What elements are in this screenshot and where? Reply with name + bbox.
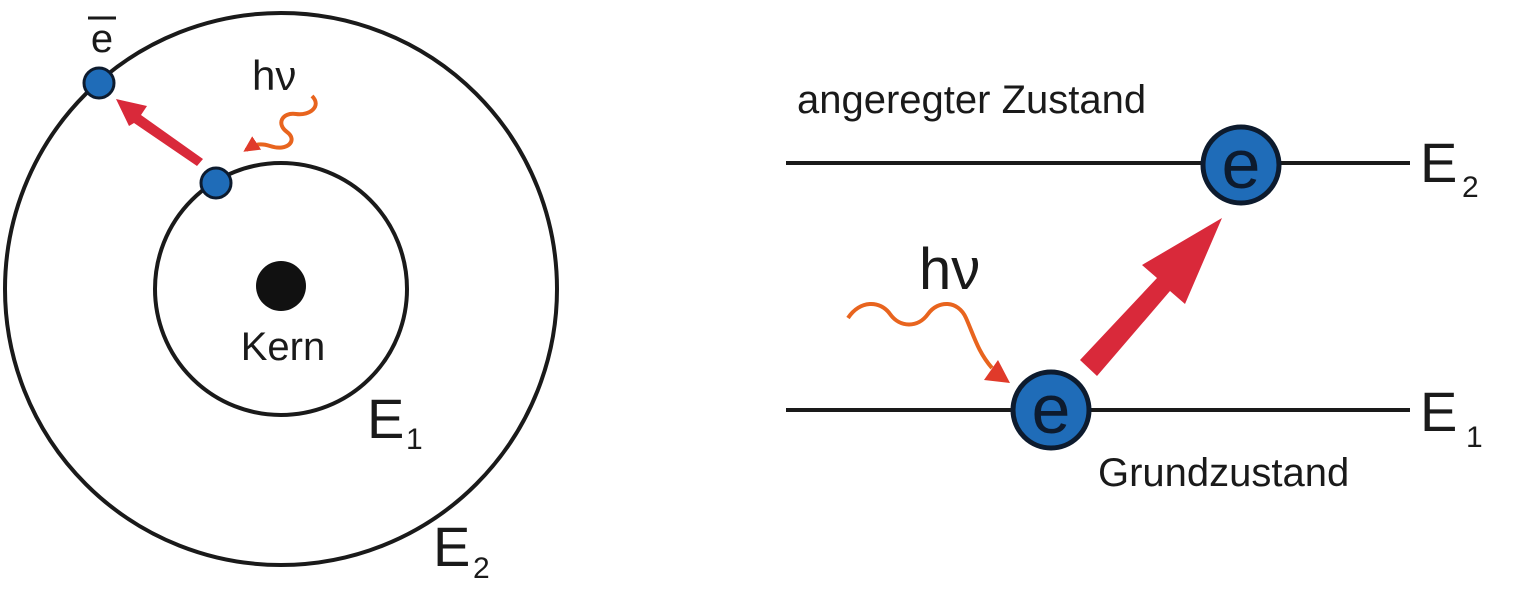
transition-arrow-left: [116, 99, 203, 166]
electron-ground: e: [1010, 369, 1092, 451]
outer-orbit-letter: E: [433, 515, 470, 578]
electron-excited: e: [1200, 124, 1282, 206]
photon-label-left: hν: [252, 52, 296, 99]
upper-level-subscript: 2: [1462, 171, 1479, 204]
inner-orbit-letter: E: [367, 387, 404, 450]
electron-excited-circle: [1200, 124, 1282, 206]
inner-orbit-subscript: 1: [406, 423, 423, 456]
photon-wave-left: [243, 94, 318, 152]
photon-label-right: hν: [919, 237, 980, 302]
electron-ground-circle: [1010, 369, 1092, 451]
electron-ground-symbol: e: [1032, 370, 1071, 448]
ground-state-label: Grundzustand: [1098, 451, 1349, 495]
electron-label-text: e: [91, 17, 113, 61]
inner-orbit-label: E 1: [367, 387, 423, 456]
electron-label: e: [88, 16, 116, 61]
outer-orbit-label: E 2: [433, 515, 490, 585]
bohr-model: Kern e hν E 1 E 2: [3, 11, 559, 585]
electron-excited-symbol: e: [1222, 125, 1261, 203]
outer-orbit-e2: [3, 11, 559, 567]
nucleus-label: Kern: [241, 325, 326, 369]
electron-outer-orbit: [82, 66, 116, 100]
excited-state-label: angeregter Zustand: [797, 78, 1146, 122]
lower-level-letter: E: [1420, 380, 1457, 443]
upper-level-letter: E: [1420, 131, 1457, 194]
inner-orbit-e1: [153, 161, 409, 417]
photon-wave-right-tip: [984, 360, 1010, 383]
energy-level-diagram: angeregter Zustand E 2 E 1 e e hν G: [786, 78, 1483, 495]
nucleus: [256, 261, 306, 311]
upper-level-label: E 2: [1420, 131, 1479, 204]
electron-inner-orbit: [199, 166, 233, 200]
lower-level-subscript: 1: [1466, 421, 1483, 454]
outer-orbit-subscript: 2: [473, 552, 490, 585]
transition-arrow-right: [1080, 218, 1222, 376]
photon-wave-right: [846, 302, 994, 370]
lower-level-label: E 1: [1420, 380, 1483, 454]
